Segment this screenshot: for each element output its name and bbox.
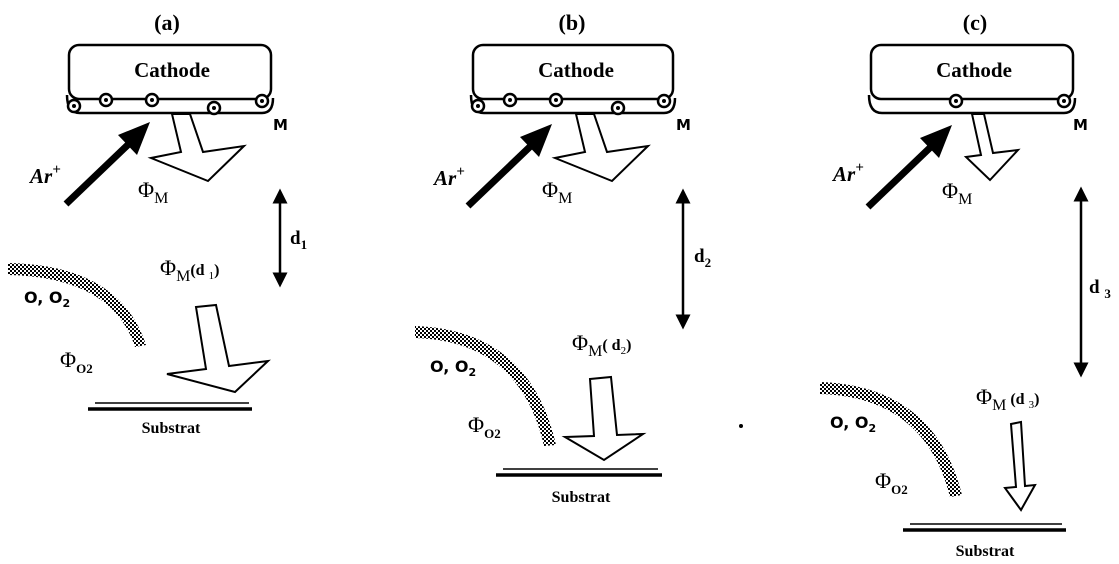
panel-c-flux-distance-label: ΦM (d 3) xyxy=(976,384,1039,414)
panel-a-cathode: Cathode xyxy=(65,43,275,115)
panel-c-ar-ion-arrow xyxy=(865,125,952,210)
panel-c-deposition-arrow xyxy=(1003,420,1037,512)
panel-c-oxygen-flux-label: ΦO2 xyxy=(875,468,908,497)
panel-a-oxygen-flux-label: ΦO2 xyxy=(60,347,93,376)
panel-b-substrate xyxy=(496,468,662,477)
panel-b-oxygen-stream xyxy=(415,326,556,446)
panel-c-tag: (c) xyxy=(963,10,987,35)
panel-c-oxygen-label: O, O2 xyxy=(830,413,876,435)
panel-c-distance-label: d 3 xyxy=(1089,277,1111,301)
panel-b-metal-flux-arrow xyxy=(551,113,651,183)
panel-b-cathode-label: Cathode xyxy=(538,58,614,82)
panel-b-oxygen-flux-label: ΦO2 xyxy=(468,412,501,441)
panel-b-tag: (b) xyxy=(559,10,586,35)
panel-a-substrate-label: Substrat xyxy=(142,420,201,437)
panel-a-ion-label: Ar+ xyxy=(28,162,61,188)
panel-b-deposition-arrow xyxy=(561,375,647,462)
panel-a-substrate xyxy=(88,402,252,411)
panel-b-flux-label: ΦM xyxy=(542,177,572,207)
panel-a-tag: (a) xyxy=(154,10,180,35)
panel-b-ar-ion-arrow xyxy=(465,124,552,209)
stray-dot xyxy=(739,424,743,428)
panel-b-flux-distance-label: ΦM( d2) xyxy=(572,330,631,360)
panel-c-cathode: Cathode xyxy=(867,43,1077,115)
panel-c-substrate-label: Substrat xyxy=(956,543,1015,560)
panel-b-distance-label: d2 xyxy=(694,246,711,270)
panel-b-substrate-label: Substrat xyxy=(552,489,611,506)
panel-c-oxygen-stream xyxy=(820,382,962,497)
panel-b-ion-label: Ar+ xyxy=(432,164,465,190)
panel-c-substrate xyxy=(903,523,1066,532)
panel-a-deposition-arrow xyxy=(166,303,271,394)
panel-c-metal-flux-arrow xyxy=(963,113,1021,182)
panel-c-metal-atoms xyxy=(948,93,1072,109)
panel-a-metal-atoms xyxy=(66,92,270,116)
panel-a-flux-distance-label: ΦM(d 1) xyxy=(160,255,219,285)
panel-c-flux-label: ΦM xyxy=(942,178,972,208)
panel-a-oxygen-label: O, O2 xyxy=(24,288,70,310)
panel-c: (c) Cathode M Ar+ ΦM d 3 Φ xyxy=(820,10,1111,560)
panel-c-ion-label: Ar+ xyxy=(831,160,864,186)
panel-a-flux-label: ΦM xyxy=(138,177,168,207)
panel-a-metal-label: M xyxy=(273,116,288,134)
panel-a-distance-label: d1 xyxy=(290,228,307,252)
panel-b-metal-label: M xyxy=(676,116,691,134)
panel-b: (b) Cathode M Ar+ ΦM d xyxy=(415,10,743,506)
panel-a-cathode-label: Cathode xyxy=(134,58,210,82)
panel-a: (a) Cathode M Ar+ ΦM d xyxy=(8,10,307,437)
panel-c-metal-label: M xyxy=(1073,116,1088,134)
panel-b-oxygen-label: O, O2 xyxy=(430,357,476,379)
panel-a-oxygen-stream xyxy=(8,263,146,347)
panel-a-metal-flux-arrow xyxy=(147,113,247,183)
panel-a-ar-ion-arrow xyxy=(63,122,150,207)
panel-b-cathode: Cathode xyxy=(469,43,677,115)
panel-c-cathode-label: Cathode xyxy=(936,58,1012,82)
